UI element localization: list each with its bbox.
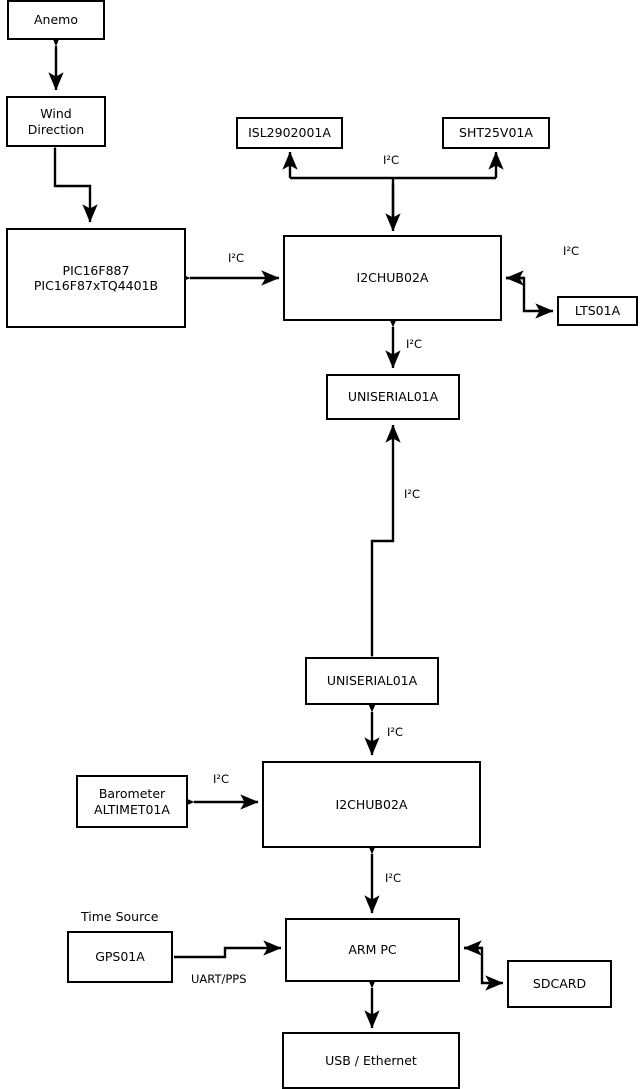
node-uniserial01a-top[interactable]: UNISERIAL01A <box>326 374 460 420</box>
node-sdcard[interactable]: SDCARD <box>507 960 612 1008</box>
node-anemo[interactable]: Anemo <box>7 0 105 40</box>
edge-label-i2c-uniserial-hub: I²C <box>387 725 404 739</box>
node-usb-ethernet[interactable]: USB / Ethernet <box>282 1032 460 1089</box>
node-pic-microcontroller[interactable]: PIC16F887 PIC16F87xTQ4401B <box>6 228 186 328</box>
node-isl2902001a[interactable]: ISL2902001A <box>236 117 343 149</box>
edge-label-uart-pps: UART/PPS <box>191 972 247 986</box>
label-time-source: Time Source <box>81 909 159 924</box>
node-uniserial01a-bottom[interactable]: UNISERIAL01A <box>305 657 439 705</box>
node-barometer-altimet01a[interactable]: Barometer ALTIMET01A <box>76 775 188 828</box>
node-lts01a[interactable]: LTS01A <box>557 296 638 326</box>
node-i2chub02a-bottom[interactable]: I2CHUB02A <box>262 761 481 848</box>
wire-uniserial-link <box>364 424 401 674</box>
edge-label-i2c-sensor-bus: I²C <box>383 153 400 167</box>
node-arm-pc[interactable]: ARM PC <box>285 918 460 982</box>
node-gps01a[interactable]: GPS01A <box>67 931 173 983</box>
node-sht25v01a[interactable]: SHT25V01A <box>442 117 550 149</box>
node-i2chub02a-top[interactable]: I2CHUB02A <box>283 235 502 321</box>
edge-label-i2c-hub-lts: I²C <box>563 244 580 258</box>
wire-wind-pic <box>47 130 98 223</box>
edge-label-i2c-hub-uniserial: I²C <box>406 337 423 351</box>
edge-label-i2c-uniserial-link: I²C <box>404 487 421 501</box>
edge-label-i2c-pic-hub: I²C <box>228 251 245 265</box>
wire-armpc-sdcard-out <box>464 946 504 991</box>
edge-label-i2c-hub-armpc: I²C <box>385 871 402 885</box>
wire-gps-armpc <box>174 940 282 959</box>
node-wind-direction[interactable]: Wind Direction <box>6 96 106 147</box>
wire-hubtop-lts-out <box>506 276 554 319</box>
edge-label-i2c-baro-hub: I²C <box>213 772 230 786</box>
